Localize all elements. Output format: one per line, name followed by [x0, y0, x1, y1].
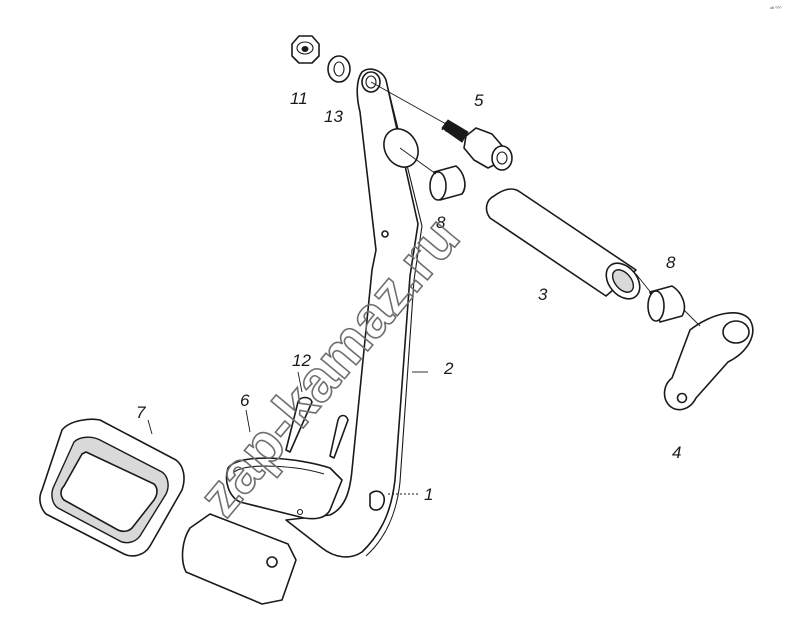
callout-13: 13: [324, 107, 343, 126]
callout-6: 6: [240, 391, 250, 410]
pedal-lever-arm: [285, 68, 423, 558]
mounting-bracket: [663, 312, 754, 411]
callout-7: 7: [136, 403, 146, 422]
callout-4: 4: [672, 443, 681, 462]
pin-part: [285, 396, 349, 459]
callout-11: 11: [290, 89, 308, 108]
rubber-pedal-pad: [39, 418, 185, 557]
pedal-foot-plate: [181, 457, 386, 605]
bushing-upper: [429, 165, 466, 201]
washer-part: [327, 55, 351, 83]
callout-8-lower: 8: [666, 253, 676, 272]
callout-1: 1: [424, 485, 433, 504]
callout-5: 5: [474, 91, 484, 110]
bushing-lower: [647, 285, 686, 323]
nut-part: [291, 35, 320, 64]
callout-3: 3: [538, 285, 548, 304]
assembly-axis-lines: [147, 81, 701, 495]
callout-8-upper: 8: [436, 213, 446, 232]
shaft-tube: [485, 188, 641, 300]
callout-2: 2: [443, 359, 454, 378]
callout-labels: 11 13 5 8 8 3 2 4 12 6 7 1: [136, 89, 681, 504]
corner-mark: ᵃᴮ ⁰⁰⁰: [770, 6, 781, 12]
bolt-part: [441, 119, 513, 171]
callout-12: 12: [292, 351, 311, 370]
